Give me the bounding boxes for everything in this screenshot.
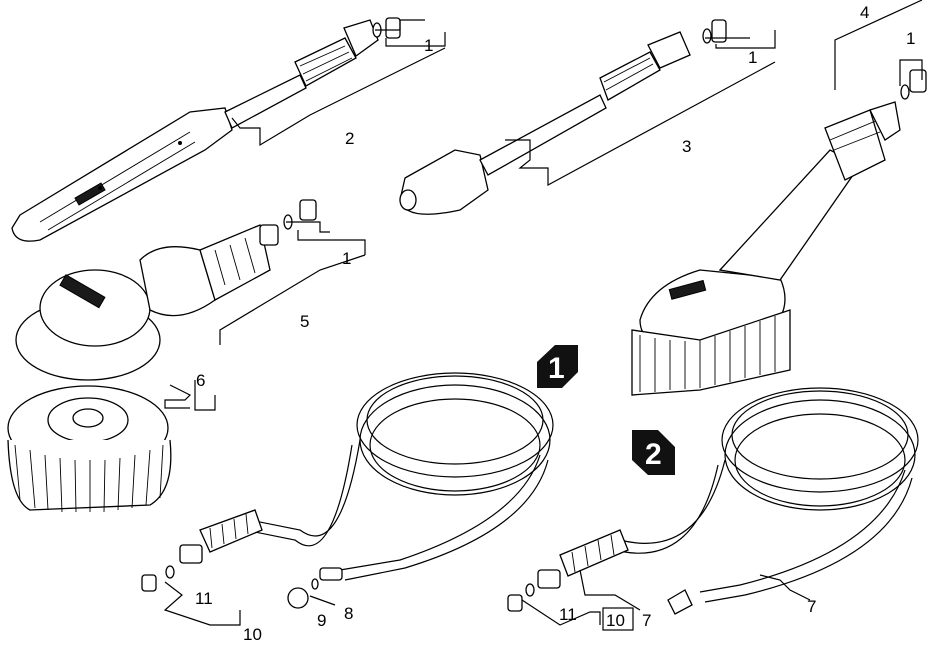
callout-3: 3 bbox=[682, 137, 691, 156]
hose-coil-part-7 bbox=[507, 387, 919, 615]
round-brush-head-part-6 bbox=[7, 385, 172, 513]
callout-10-set2: 10 bbox=[606, 611, 625, 630]
callout-7-set2: 7 bbox=[642, 611, 651, 630]
callout-11-set1: 11 bbox=[195, 589, 213, 608]
spray-lance-part-3 bbox=[399, 19, 727, 215]
callout-2: 2 bbox=[345, 129, 354, 148]
callout-11-set2: 11 bbox=[559, 605, 577, 624]
rotary-brush-part-5 bbox=[15, 199, 317, 381]
callout-10-set1: 10 bbox=[243, 625, 262, 644]
callout-8: 8 bbox=[344, 604, 353, 623]
badge-1-text: 1 bbox=[548, 352, 565, 385]
leader-lines bbox=[163, 0, 923, 626]
callout-7-hose: 7 bbox=[807, 597, 816, 616]
callout-1-brush4: 1 bbox=[906, 29, 915, 48]
set-badge-1: 1 bbox=[537, 345, 578, 388]
wash-brush-part-4 bbox=[631, 69, 927, 396]
badge-2-text: 2 bbox=[645, 438, 662, 471]
callout-1-brush5: 1 bbox=[342, 249, 351, 268]
hose-coil-part-8 bbox=[141, 372, 554, 609]
callout-6: 6 bbox=[196, 371, 205, 390]
callout-1-lance3: 1 bbox=[748, 48, 757, 67]
callout-1-lance2: 1 bbox=[424, 36, 433, 55]
callout-9: 9 bbox=[317, 611, 326, 630]
callout-4: 4 bbox=[860, 3, 869, 22]
callout-5: 5 bbox=[300, 312, 309, 331]
set-badge-2: 2 bbox=[632, 430, 675, 475]
spray-lance-part-2 bbox=[11, 17, 401, 242]
callout-labels: 1 2 1 3 4 1 1 5 6 11 10 9 8 11 10 7 7 bbox=[195, 3, 915, 644]
